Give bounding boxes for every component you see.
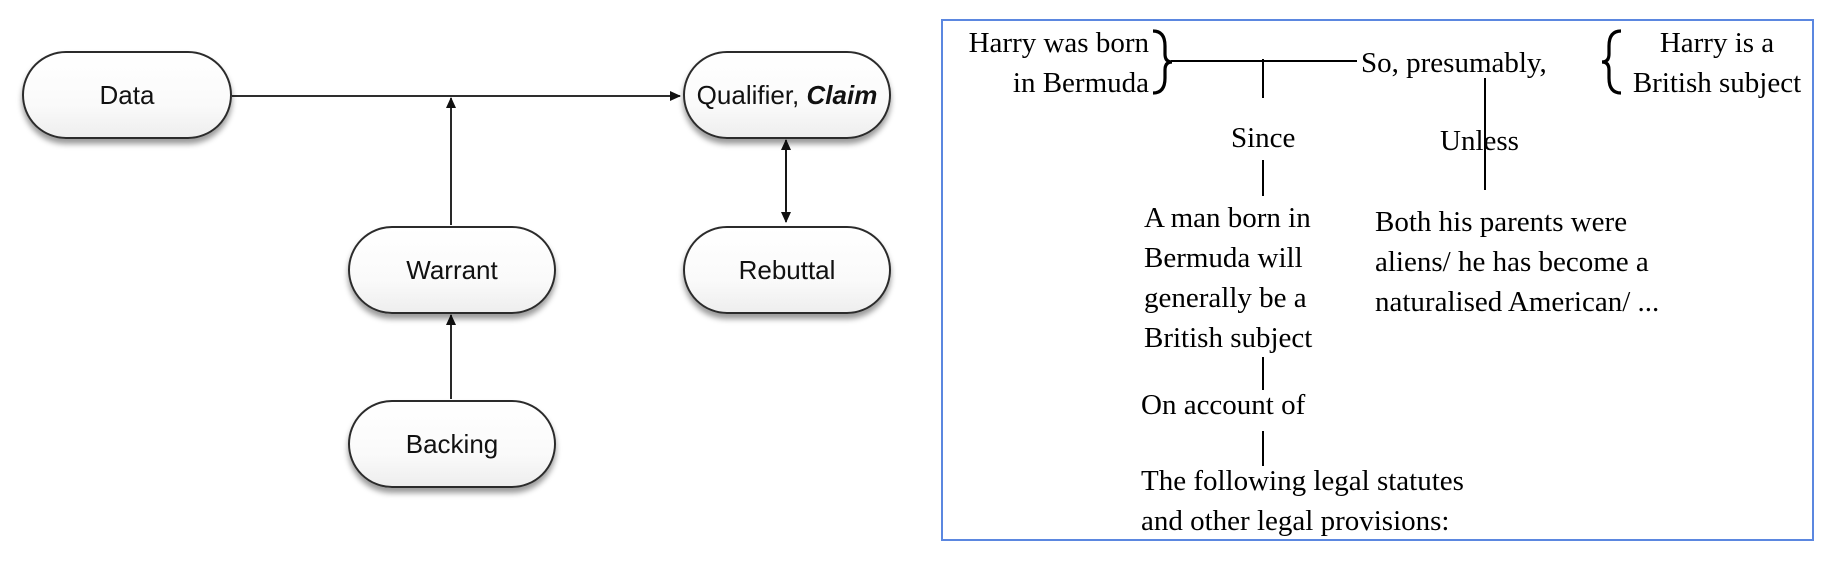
- backing-node-label: Backing: [405, 428, 499, 459]
- data-node: Data: [22, 51, 232, 139]
- example-backing-text: The following legal statutes and other l…: [1141, 461, 1464, 541]
- data-right-brace: [1152, 29, 1173, 95]
- unless-label: Unless: [1440, 125, 1519, 157]
- example-rebuttal-text: Both his parents were aliens/ he has bec…: [1375, 202, 1659, 322]
- backing-node: Backing: [348, 400, 556, 488]
- qualifier-label: Qualifier,: [696, 79, 800, 110]
- claim-label: Claim: [806, 79, 878, 110]
- qualifier-claim-node: Qualifier, Claim: [683, 51, 891, 139]
- rebuttal-node: Rebuttal: [683, 226, 891, 314]
- example-data-line-2: in Bermuda: [1012, 67, 1149, 99]
- on-account-of-label: On account of: [1141, 389, 1306, 421]
- example-warrant-line-1: A man born in: [1144, 202, 1311, 234]
- example-claim-line-2: British subject: [1632, 67, 1802, 99]
- example-frame: [941, 19, 1814, 541]
- rebuttal-node-label: Rebuttal: [738, 254, 836, 285]
- since-upper-connector: [1262, 59, 1264, 98]
- on-account-upper-connector: [1262, 357, 1264, 390]
- example-backing-line-2: and other legal provisions:: [1141, 505, 1450, 537]
- main-horizontal-line: [1171, 60, 1357, 62]
- since-lower-connector: [1262, 160, 1264, 196]
- example-warrant-line-4: British subject: [1144, 322, 1313, 354]
- example-claim-text: Harry is a British subject: [1618, 23, 1816, 103]
- example-data-line-1: Harry was born: [968, 27, 1149, 59]
- since-label: Since: [1231, 122, 1296, 154]
- unless-connector: [1484, 78, 1486, 190]
- example-data-text: Harry was born in Bermuda: [944, 23, 1149, 103]
- on-account-lower-connector: [1262, 431, 1264, 466]
- example-backing-line-1: The following legal statutes: [1141, 465, 1464, 497]
- example-rebuttal-line-1: Both his parents were: [1375, 206, 1628, 238]
- data-node-label: Data: [99, 79, 155, 110]
- claim-left-brace: [1601, 29, 1622, 95]
- example-rebuttal-line-3: naturalised American/ ...: [1375, 286, 1660, 318]
- example-qualifier-text: So, presumably,: [1361, 47, 1547, 79]
- warrant-node: Warrant: [348, 226, 556, 314]
- example-warrant-line-2: Bermuda will: [1144, 242, 1303, 274]
- example-rebuttal-line-2: aliens/ he has become a: [1375, 246, 1649, 278]
- example-claim-line-1: Harry is a: [1659, 27, 1775, 59]
- example-warrant-text: A man born in Bermuda will generally be …: [1144, 198, 1312, 358]
- example-warrant-line-3: generally be a: [1144, 282, 1307, 314]
- warrant-node-label: Warrant: [406, 254, 498, 285]
